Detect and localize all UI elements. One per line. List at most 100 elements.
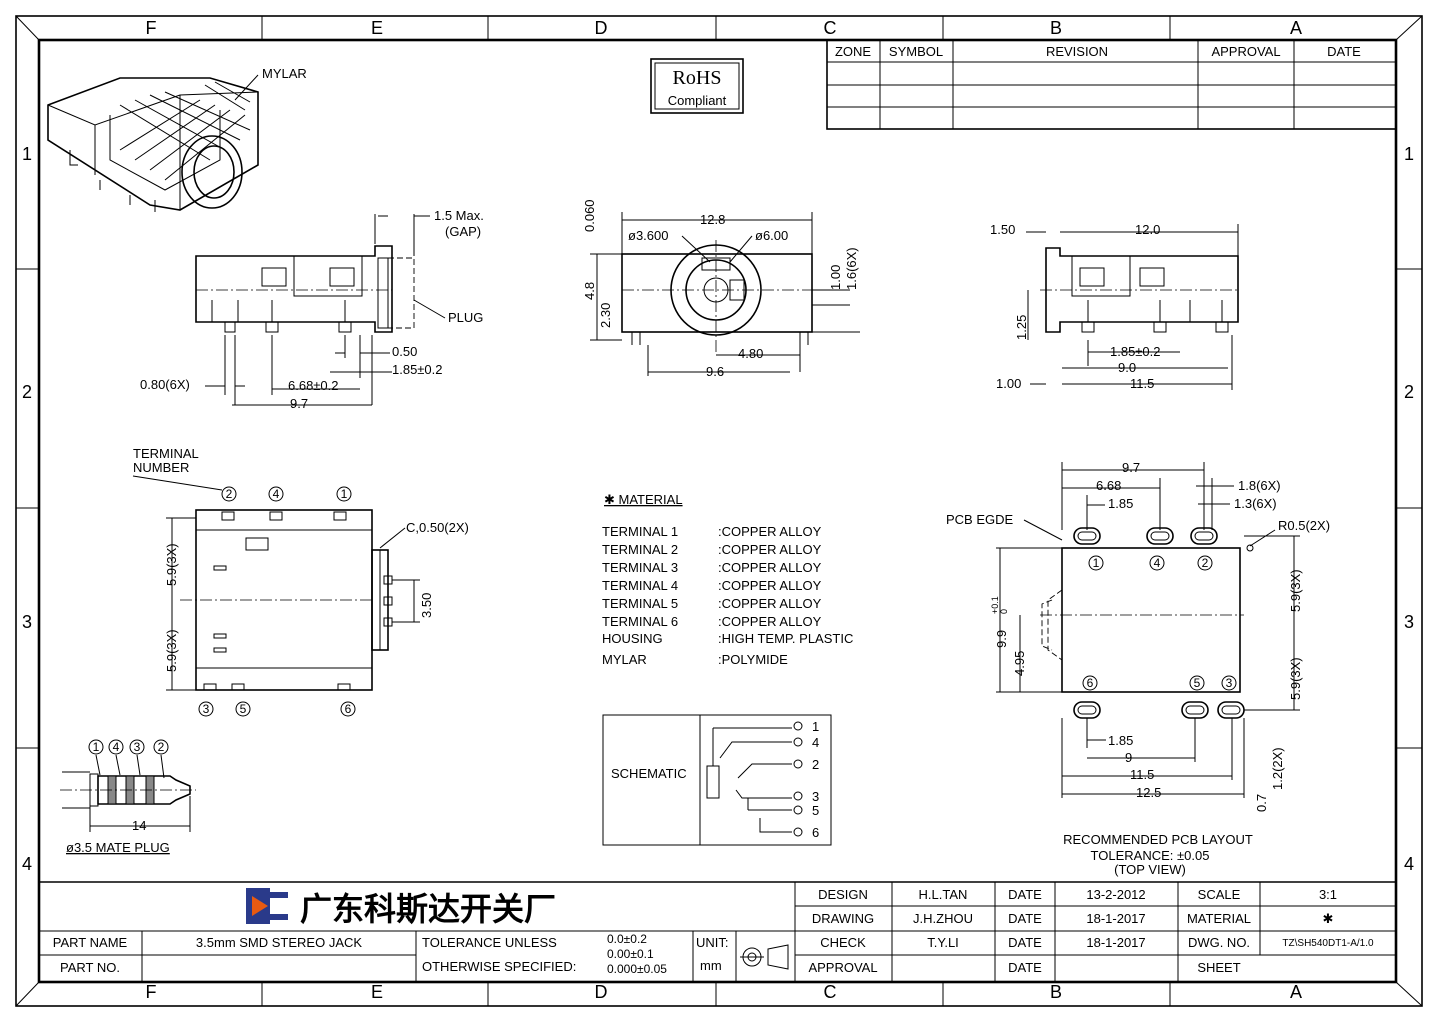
dim-phi3600: ø3.600: [628, 228, 668, 243]
dim-125: 1.25: [1014, 315, 1029, 340]
plug-marker: 1: [93, 740, 100, 754]
pcb-pad-marker: 1: [1093, 556, 1100, 570]
sheet-label: SHEET: [1197, 960, 1240, 975]
dim-230: 2.30: [598, 303, 613, 328]
company-name: 广东科斯达开关厂: [300, 890, 556, 928]
pcb-dim-18: 1.8(6X): [1238, 478, 1281, 493]
date-label: DATE: [1008, 935, 1042, 950]
row-label-left: 4: [22, 854, 32, 874]
dim-97: 9.7: [290, 396, 308, 411]
pcb-pad-marker: 6: [1087, 676, 1094, 690]
pcb-pad-marker: 4: [1154, 556, 1161, 570]
dim-185: 1.85±0.2: [1110, 344, 1161, 359]
design-date: 13-2-2012: [1086, 887, 1145, 902]
pcb-radius: R0.5(2X): [1278, 518, 1330, 533]
col-label-bottom: D: [595, 982, 608, 1002]
check-label: CHECK: [820, 935, 866, 950]
design-label: DESIGN: [818, 887, 868, 902]
unit-label: UNIT:: [696, 935, 729, 950]
part-name-label: PART NAME: [53, 935, 128, 950]
terminal-marker: 1: [341, 487, 348, 501]
rohs-stamp: RoHS Compliant: [650, 58, 744, 114]
tolerance-label-2: OTHERWISE SPECIFIED:: [422, 959, 576, 974]
terminal-marker: 2: [226, 487, 233, 501]
tolerance-value-1: 0.0±0.2: [607, 932, 647, 946]
pcb-dim-495: 4.95: [1012, 651, 1027, 676]
dim-128: 12.8: [700, 212, 725, 227]
dim-0060: 0.060: [582, 199, 597, 232]
material-value: :HIGH TEMP. PLASTIC: [718, 631, 853, 646]
date-label: DATE: [1008, 887, 1042, 902]
drawing-name: J.H.ZHOU: [913, 911, 973, 926]
pcb-pad-marker: 5: [1194, 676, 1201, 690]
pcb-dim-115: 11.5: [1130, 767, 1154, 782]
pcb-caption-2: TOLERANCE: ±0.05: [1091, 848, 1210, 863]
pcb-dim-185: 1.85: [1108, 496, 1133, 511]
pcb-dim-97: 9.7: [1122, 460, 1140, 475]
design-name: H.L.TAN: [919, 887, 968, 902]
dim-100: 1.00: [996, 376, 1021, 391]
front-view: 1.5 Max. (GAP) PLUG 0.50 1.85±0.2 0.80(6…: [140, 208, 484, 411]
sheet-frame: [15, 15, 1423, 1007]
schematic-label: SCHEMATIC: [611, 766, 687, 781]
row-label-left: 1: [22, 144, 32, 164]
material-value: :POLYMIDE: [718, 652, 788, 667]
dim-080: 0.80(6X): [140, 377, 190, 392]
side-view: 12.8 ø3.600 ø6.00 0.060 4.8 2.30 1.00 1.…: [582, 199, 860, 379]
material-name: HOUSING: [602, 631, 663, 646]
row-label-right: 3: [1404, 612, 1414, 632]
material-value: :COPPER ALLOY: [718, 560, 822, 575]
bottom-terminal-markers: 3 5 6: [198, 701, 356, 717]
check-name: T.Y.LI: [927, 935, 959, 950]
check-date: 18-1-2017: [1086, 935, 1145, 950]
dim-668: 6.68±0.2: [288, 378, 339, 393]
part-no-label: PART NO.: [60, 960, 120, 975]
plug-label: PLUG: [448, 310, 483, 325]
plug-marker: 4: [113, 740, 120, 754]
row-label-right: 1: [1404, 144, 1414, 164]
schematic-pin: 4: [812, 735, 819, 750]
pcb-pad-marker: 2: [1202, 556, 1209, 570]
tolerance-label-1: TOLERANCE UNLESS: [422, 935, 557, 950]
dim-96: 9.6: [706, 364, 724, 379]
pcb-dim-99-tol: +0.10: [990, 596, 1009, 614]
col-label-bottom: A: [1290, 982, 1302, 1002]
pcb-dim-59a: 5.9(3X): [1288, 569, 1303, 612]
rev-header-zone: ZONE: [835, 44, 871, 59]
material-title: ✱ MATERIAL: [604, 492, 683, 507]
plug-caption: ø3.5 MATE PLUG: [66, 840, 170, 855]
pcb-dim-99: 9.9: [994, 630, 1009, 648]
terminal-number-label: TERMINAL: [133, 446, 199, 461]
column-labels: F E D C B A F E D C B A 1 2 3 4 1 2 3 4: [22, 18, 1414, 1002]
dim-150: 1.50: [990, 222, 1015, 237]
plug-marker: 2: [158, 740, 165, 754]
terminal-marker: 4: [273, 487, 280, 501]
dwg-value: TZ\SH540DT1-A/1.0: [1282, 938, 1374, 949]
isometric-view: MYLAR: [47, 66, 307, 212]
row-label-left: 2: [22, 382, 32, 402]
dim-185: 1.85±0.2: [392, 362, 443, 377]
mate-plug: 1 4 3 2 14 ø3.5 MATE PLUG: [60, 739, 196, 855]
material-value: ✱: [1323, 911, 1334, 926]
material-name: TERMINAL 1: [602, 524, 678, 539]
pcb-caption-1: RECOMMENDED PCB LAYOUT: [1063, 832, 1253, 847]
row-label-left: 3: [22, 612, 32, 632]
col-label-bottom: B: [1050, 982, 1062, 1002]
drawing-label: DRAWING: [812, 911, 874, 926]
material-value: :COPPER ALLOY: [718, 542, 822, 557]
date-label: DATE: [1008, 911, 1042, 926]
row-label-right: 4: [1404, 854, 1414, 874]
schematic-pin: 2: [812, 757, 819, 772]
date-label: DATE: [1008, 960, 1042, 975]
dim-100: 1.00: [828, 265, 843, 290]
rev-header-revision: REVISION: [1046, 44, 1108, 59]
material-name: TERMINAL 4: [602, 578, 678, 593]
plug-marker: 3: [134, 740, 141, 754]
drawing-date: 18-1-2017: [1086, 911, 1145, 926]
col-label-bottom: F: [146, 982, 157, 1002]
approval-label: APPROVAL: [808, 960, 877, 975]
projection-symbol: [740, 944, 789, 970]
material-label: MATERIAL: [1187, 911, 1251, 926]
dwg-label: DWG. NO.: [1188, 935, 1250, 950]
scale-label: SCALE: [1198, 887, 1241, 902]
